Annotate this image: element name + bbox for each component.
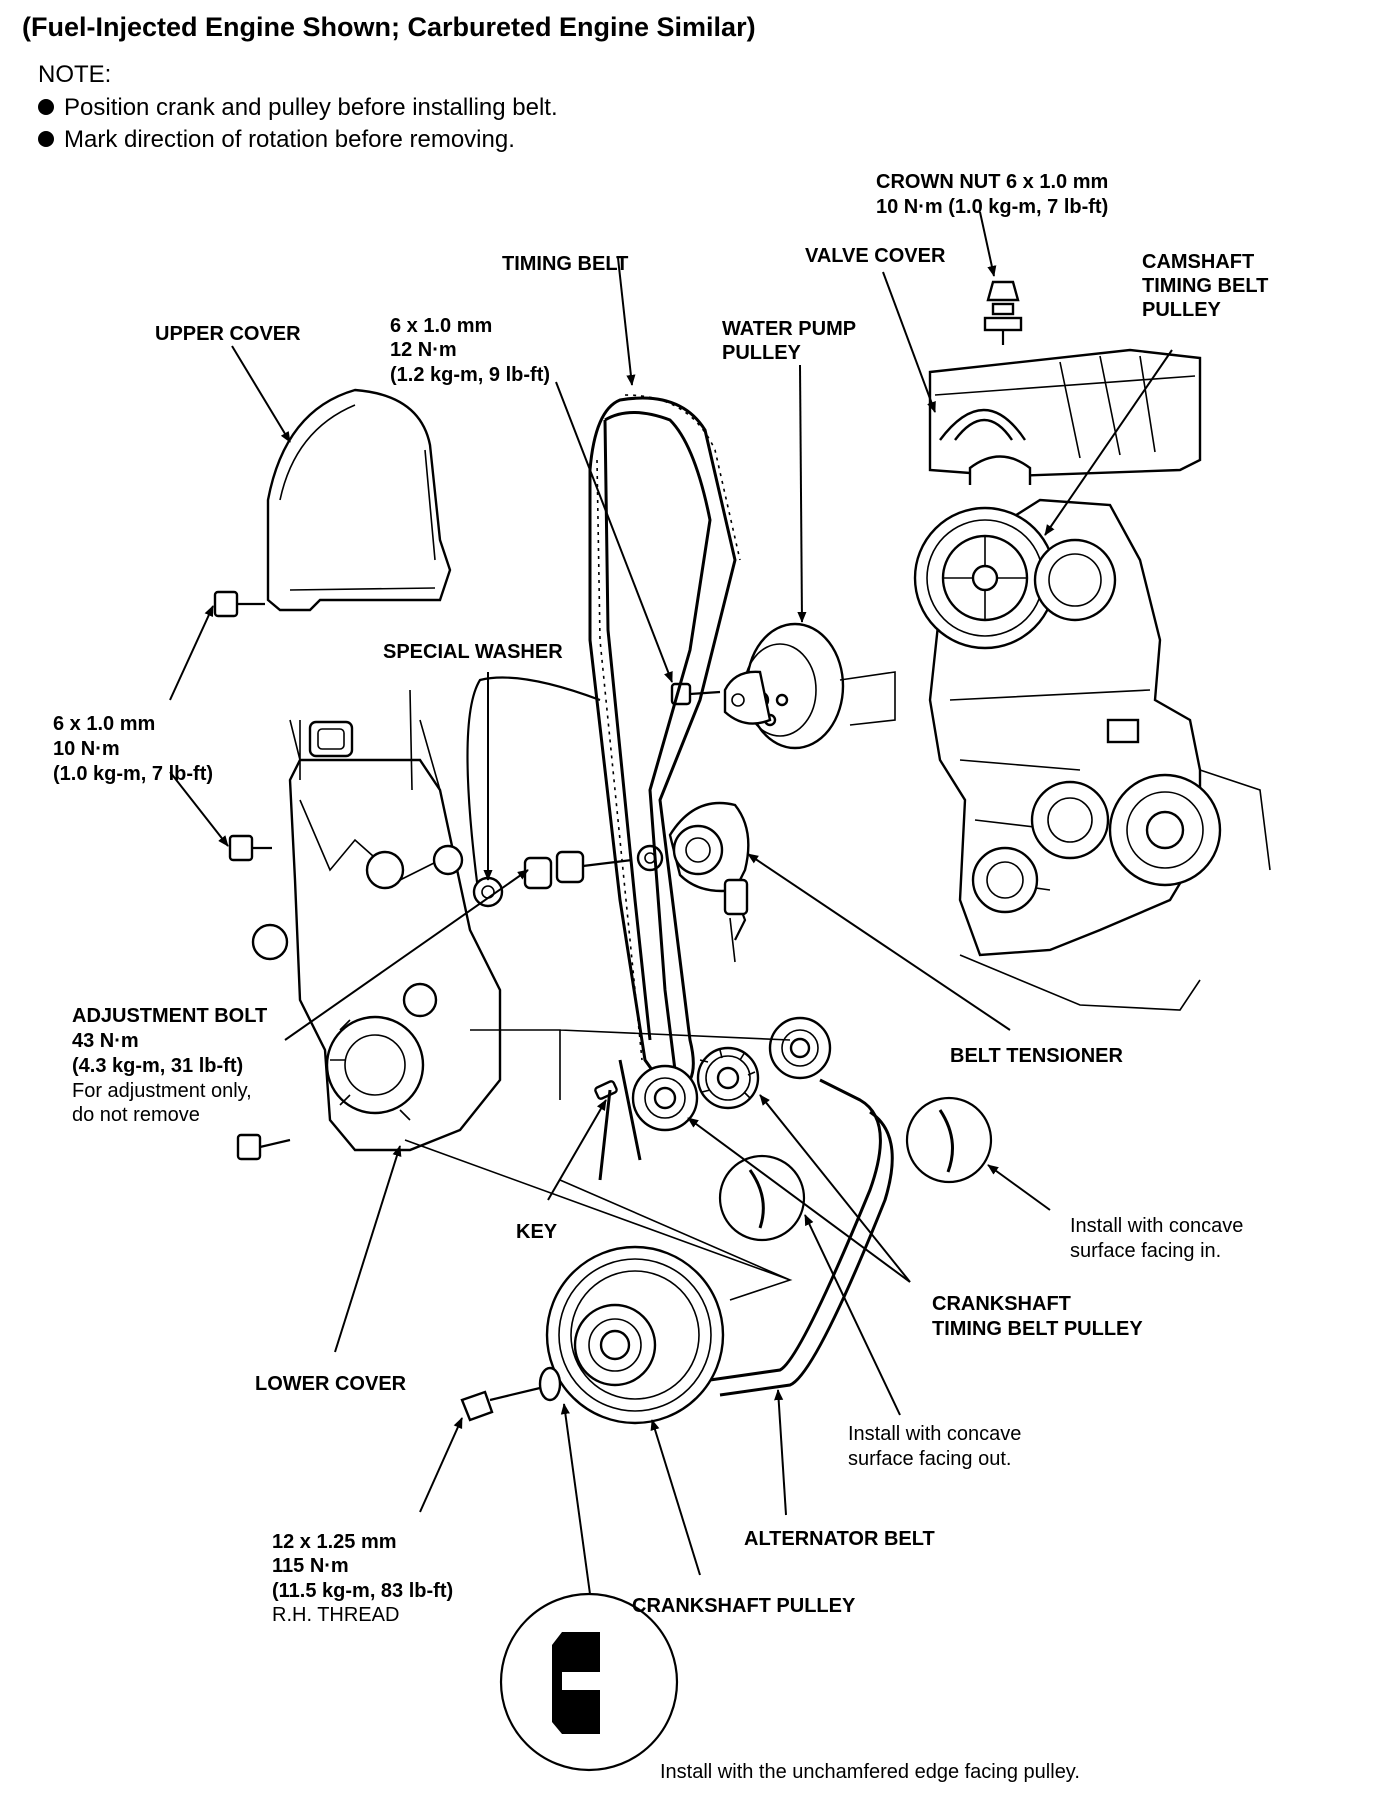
label-camshaft-pulley-line2: TIMING BELT [1142, 275, 1268, 297]
lower-cover-drawing [228, 689, 502, 1161]
tensioner-hardware-drawing [466, 676, 750, 963]
label-crank-bolt-line1: 12 x 1.25 mm [272, 1531, 397, 1553]
label-bolt-12nm-line1: 6 x 1.0 mm [390, 315, 492, 337]
label-crown-nut-line2: 10 N·m (1.0 kg-m, 7 lb-ft) [876, 196, 1108, 218]
label-concave-in-line2: surface facing in. [1070, 1240, 1221, 1262]
label-adjustment-note-line1: For adjustment only, [72, 1080, 252, 1102]
label-upper-cover: UPPER COVER [155, 323, 301, 345]
upper-cover-drawing [213, 388, 452, 618]
label-concave-out-line2: surface facing out. [848, 1448, 1011, 1470]
label-key: KEY [516, 1221, 558, 1243]
note-heading: NOTE: [38, 61, 111, 88]
note-bullet-1 [38, 99, 54, 115]
water-pump-drawing [670, 622, 896, 750]
label-bolt-10nm-line2: 10 N·m [53, 738, 120, 760]
label-adjustment-bolt-line1: ADJUSTMENT BOLT [72, 1005, 267, 1027]
detail-circle-concave-out [718, 1154, 806, 1242]
detail-circle-unchamfered [499, 1592, 679, 1772]
timing-belt-drawing [588, 394, 741, 1097]
label-bolt-12nm-line2: 12 N·m [390, 339, 457, 361]
engine-block-drawing [913, 280, 1271, 1011]
label-concave-in-line1: Install with concave [1070, 1215, 1243, 1237]
note-bullet-2 [38, 131, 54, 147]
label-crown-nut-line1: CROWN NUT 6 x 1.0 mm [876, 171, 1108, 193]
label-belt-tensioner: BELT TENSIONER [950, 1045, 1124, 1067]
label-water-pump-line2: PULLEY [722, 342, 802, 364]
label-timing-belt: TIMING BELT [502, 253, 628, 275]
label-valve-cover: VALVE COVER [805, 245, 946, 267]
label-water-pump-line1: WATER PUMP [722, 318, 856, 340]
label-crank-bolt-line3: (11.5 kg-m, 83 lb-ft) [272, 1580, 453, 1602]
crank-pulley-assembly-drawing [470, 1016, 832, 1132]
diagram-title: (Fuel-Injected Engine Shown; Carbureted … [22, 12, 756, 42]
detail-circle-concave-in [905, 1096, 993, 1184]
note-item-1: Position crank and pulley before install… [64, 94, 558, 121]
label-crankshaft-pulley: CRANKSHAFT PULLEY [632, 1595, 856, 1617]
label-lower-cover: LOWER COVER [255, 1373, 407, 1395]
leader-lines [169, 211, 1173, 1595]
label-unchamfered-note: Install with the unchamfered edge facing… [660, 1761, 1080, 1783]
label-camshaft-pulley-line1: CAMSHAFT [1142, 251, 1254, 273]
label-camshaft-pulley-line3: PULLEY [1142, 299, 1222, 321]
label-crankshaft-timing-pulley-line2: TIMING BELT PULLEY [932, 1318, 1143, 1340]
label-adjustment-note-line2: do not remove [72, 1104, 200, 1126]
label-crank-bolt-thread: R.H. THREAD [272, 1604, 399, 1626]
label-adjustment-bolt-line3: (4.3 kg-m, 31 lb-ft) [72, 1055, 243, 1077]
label-crankshaft-timing-pulley-line1: CRANKSHAFT [932, 1293, 1071, 1315]
label-adjustment-bolt-line2: 43 N·m [72, 1030, 139, 1052]
label-bolt-10nm-line3: (1.0 kg-m, 7 lb-ft) [53, 763, 213, 785]
label-concave-out-line1: Install with concave [848, 1423, 1021, 1445]
label-bolt-10nm-line1: 6 x 1.0 mm [53, 713, 155, 735]
note-item-2: Mark direction of rotation before removi… [64, 126, 515, 153]
crankshaft-pulley-drawing [404, 1059, 894, 1425]
label-special-washer: SPECIAL WASHER [383, 641, 563, 663]
label-crank-bolt-line2: 115 N·m [272, 1555, 349, 1577]
label-alternator-belt: ALTERNATOR BELT [744, 1528, 935, 1550]
label-bolt-12nm-line3: (1.2 kg-m, 9 lb-ft) [390, 364, 550, 386]
